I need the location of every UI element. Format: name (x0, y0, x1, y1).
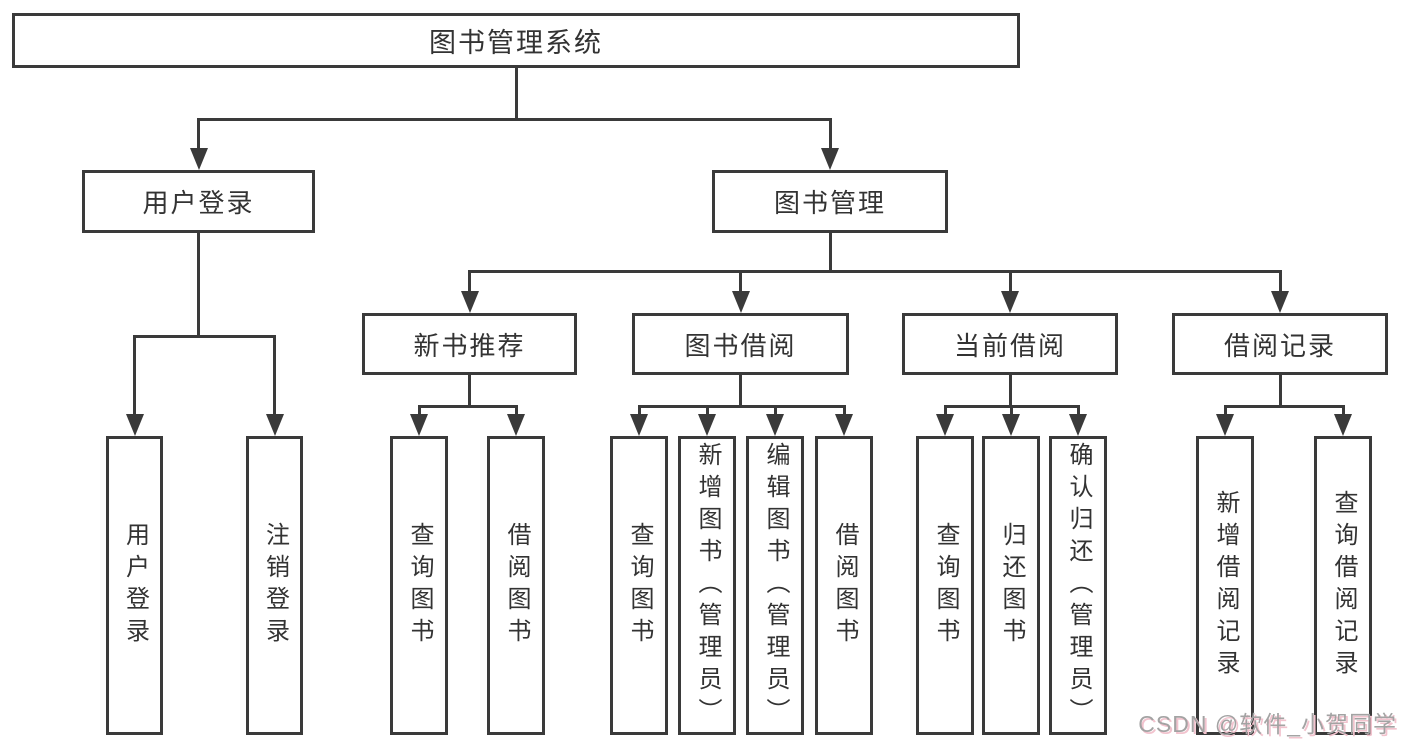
node-label: 确认归还（管理员） (1065, 441, 1092, 730)
connector-branch-line (1224, 405, 1344, 408)
arrow-down-icon (731, 291, 750, 313)
node-label: 新书推荐 (413, 330, 526, 361)
connector-drop-line (637, 405, 641, 416)
connector-branch-line (638, 405, 845, 408)
connector-stub-line (1008, 375, 1012, 408)
connector-drop-line (842, 405, 846, 416)
connector-drop-line (739, 270, 742, 293)
arrow-down-icon (936, 414, 954, 436)
arrow-down-icon (766, 414, 784, 436)
connector-drop-line (514, 405, 518, 416)
connector-drop-line (1223, 405, 1227, 416)
node-label: 注销登录 (261, 521, 289, 650)
node-label: 用户登录 (121, 521, 149, 650)
connector-stub-line (197, 233, 200, 338)
leaf-edit-books-admin: 编辑图书（管理员） (746, 436, 804, 735)
node-label: 归还图书 (998, 521, 1025, 650)
node-label: 借阅图书 (831, 521, 858, 650)
arrow-down-icon (1271, 291, 1289, 313)
node-label: 图书借阅 (684, 330, 797, 361)
arrow-down-icon (189, 148, 208, 170)
node-label: 借阅记录 (1223, 330, 1336, 361)
connector-drop-line (417, 405, 421, 416)
connector-drop-line (1278, 270, 1282, 293)
node-label: 用户登录 (142, 188, 255, 218)
arrow-down-icon (265, 414, 284, 436)
arrow-down-icon (1334, 414, 1352, 436)
connector-drop-line (705, 405, 709, 416)
connector-drop-line (1341, 405, 1345, 416)
node-label: 查询图书 (626, 521, 653, 650)
arrow-down-icon (460, 291, 479, 313)
node-label: 查询借阅记录 (1330, 489, 1357, 682)
arrow-down-icon (821, 148, 839, 170)
node-library-management-system: 图书管理系统 (12, 13, 1020, 68)
leaf-query-books-borrow: 查询图书 (610, 436, 668, 735)
leaf-user-login: 用户登录 (106, 436, 163, 735)
leaf-logout: 注销登录 (246, 436, 303, 735)
node-book-management: 图书管理 (712, 170, 948, 233)
node-label: 图书管理 (773, 188, 886, 218)
connector-drop-line (773, 405, 777, 416)
node-label: 借阅图书 (503, 521, 530, 650)
node-label: 查询图书 (932, 521, 959, 650)
arrow-down-icon (1069, 414, 1087, 436)
node-new-book-recommendation: 新书推荐 (362, 313, 577, 375)
leaf-query-books-recommend: 查询图书 (390, 436, 448, 735)
leaf-query-borrow-record: 查询借阅记录 (1314, 436, 1372, 735)
leaf-borrow-books: 借阅图书 (815, 436, 873, 735)
leaf-query-books-current: 查询图书 (916, 436, 974, 735)
node-label: 当前借阅 (953, 330, 1066, 361)
connector-branch-line (468, 270, 1281, 273)
node-label: 图书管理系统 (429, 28, 603, 58)
connector-drop-line (133, 335, 136, 416)
connector-drop-line (1008, 270, 1012, 293)
leaf-return-books: 归还图书 (982, 436, 1040, 735)
leaf-confirm-return-admin: 确认归还（管理员） (1049, 436, 1107, 735)
arrow-down-icon (125, 414, 144, 436)
node-label: 新增借阅记录 (1212, 489, 1239, 682)
node-label: 新增图书（管理员） (694, 441, 721, 730)
connector-drop-line (1009, 405, 1013, 416)
connector-stub-line (828, 233, 832, 273)
arrow-down-icon (835, 414, 853, 436)
connector-drop-line (468, 270, 471, 293)
leaf-add-books-admin: 新增图书（管理员） (678, 436, 736, 735)
connector-branch-line (197, 118, 831, 121)
connector-stub-line (739, 375, 742, 408)
connector-drop-line (1076, 405, 1080, 416)
node-borrowing-records: 借阅记录 (1172, 313, 1388, 375)
connector-stub-line (1278, 375, 1282, 408)
arrow-down-icon (410, 414, 428, 436)
arrow-down-icon (630, 414, 648, 436)
connector-drop-line (828, 118, 832, 150)
leaf-borrow-books-recommend: 借阅图书 (487, 436, 545, 735)
node-book-borrowing: 图书借阅 (632, 313, 849, 375)
leaf-add-borrow-record: 新增借阅记录 (1196, 436, 1254, 735)
arrow-down-icon (1216, 414, 1234, 436)
node-current-borrowing: 当前借阅 (902, 313, 1118, 375)
arrow-down-icon (1002, 414, 1020, 436)
arrow-down-icon (1001, 291, 1019, 313)
node-label: 编辑图书（管理员） (762, 441, 789, 730)
node-label: 查询图书 (406, 521, 433, 650)
connector-drop-line (943, 405, 947, 416)
csdn-watermark: CSDN @软件_小贺同学 (1138, 711, 1397, 737)
arrow-down-icon (698, 414, 716, 436)
connector-stub-line (468, 375, 471, 408)
connector-drop-line (197, 118, 200, 150)
connector-branch-line (133, 335, 276, 338)
connector-drop-line (273, 335, 276, 416)
connector-stub-line (514, 68, 518, 121)
node-user-login: 用户登录 (82, 170, 315, 233)
connector-branch-line (418, 405, 517, 408)
arrow-down-icon (507, 414, 525, 436)
